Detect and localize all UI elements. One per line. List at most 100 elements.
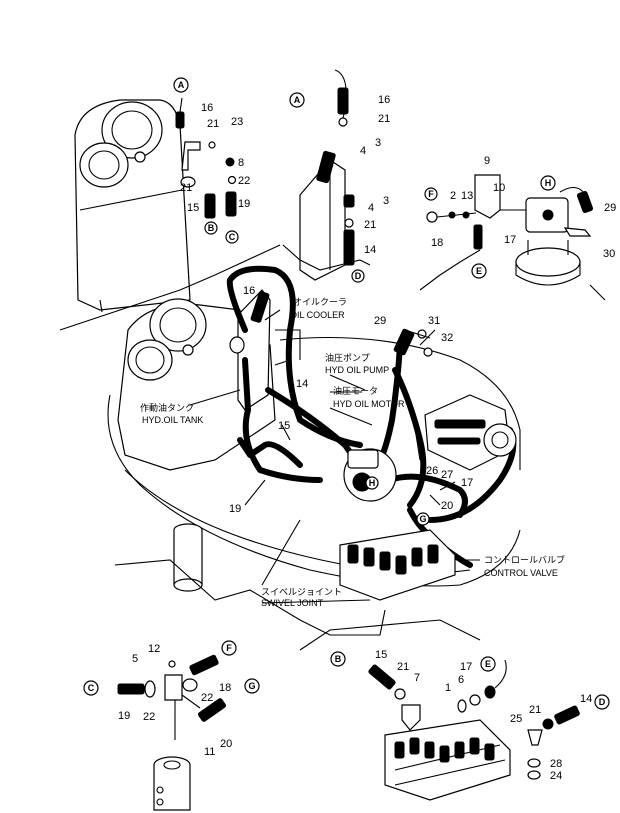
- part-number: 15: [187, 202, 199, 214]
- part-number: 3: [383, 195, 389, 207]
- callout-G-swivel: G: [244, 678, 260, 694]
- part-number: 29: [604, 202, 616, 214]
- part-number: 27: [441, 469, 453, 481]
- part-number: 17: [461, 477, 473, 489]
- part-number: 14: [364, 244, 376, 256]
- callout-G-main: G: [416, 512, 430, 526]
- hyd-oil-tank-label-en: HYD.OIL TANK: [142, 415, 203, 425]
- hyd-oil-motor-label-jp: 油圧モータ: [333, 385, 378, 396]
- callouts: A B C A D F E H H G C F G B E D: [83, 77, 610, 710]
- part-number: 16: [201, 102, 213, 114]
- part-number: 21: [207, 118, 219, 130]
- main-assembly-group: [107, 265, 521, 651]
- svg-text:D: D: [355, 271, 362, 281]
- swivel-joint-label-en: SWIVEL JOINT: [261, 598, 324, 608]
- part-number: 14: [296, 378, 308, 390]
- part-number: 26: [426, 465, 438, 477]
- part-number: 10: [493, 182, 505, 194]
- part-number: 21: [364, 219, 376, 231]
- tank-detail-group: [59, 97, 281, 331]
- oil-cooler-detail-group: [282, 69, 371, 281]
- hyd-oil-tank-label-jp: 作動油タンク: [140, 402, 194, 413]
- part-number: 14: [580, 693, 592, 705]
- callout-D-valve: D: [594, 694, 610, 710]
- callout-A-cooler: A: [289, 92, 305, 108]
- part-number: 24: [550, 770, 562, 782]
- part-number: 5: [132, 653, 138, 665]
- svg-text:G: G: [419, 514, 426, 524]
- callout-H-pump: H: [540, 175, 556, 191]
- hyd-oil-pump-label-jp: 油圧ポンプ: [325, 352, 370, 363]
- control-valve-detail-group: [368, 659, 580, 801]
- part-number: 8: [238, 157, 244, 169]
- callout-B-valve: B: [330, 651, 346, 667]
- part-number: 21: [397, 661, 409, 673]
- part-number: 1: [445, 682, 451, 694]
- part-number: 18: [219, 682, 231, 694]
- part-number: 2: [450, 190, 456, 202]
- component-labels: オイルクーラ OIL COOLER 油圧ポンプ HYD OIL PUMP 油圧モ…: [140, 297, 565, 608]
- part-number: 19: [118, 710, 130, 722]
- callout-F-swivel: F: [221, 640, 237, 656]
- svg-text:H: H: [369, 478, 376, 488]
- part-number: 7: [414, 672, 420, 684]
- control-valve-label-jp: コントロールバルブ: [484, 554, 565, 565]
- hyd-oil-pump-label-en: HYD OIL PUMP: [325, 365, 389, 375]
- hyd-oil-motor-label-en: HYD OIL MOTOR: [333, 399, 405, 409]
- part-number: 22: [238, 175, 250, 187]
- callout-E-valve: E: [480, 656, 496, 672]
- part-number: 4: [368, 202, 374, 214]
- part-number: 31: [428, 315, 440, 327]
- part-number: 17: [504, 234, 516, 246]
- svg-text:B: B: [208, 223, 215, 233]
- svg-text:A: A: [178, 80, 185, 90]
- callout-C-left: C: [225, 230, 239, 244]
- part-number: 29: [374, 315, 386, 327]
- part-number: 19: [238, 198, 250, 210]
- svg-text:H: H: [545, 178, 552, 188]
- part-number: 17: [460, 661, 472, 673]
- part-number: 16: [243, 285, 255, 297]
- part-number: 6: [458, 674, 464, 686]
- svg-text:C: C: [88, 683, 95, 693]
- oil-cooler-label-jp: オイルクーラ: [293, 297, 347, 307]
- part-number: 9: [484, 155, 490, 167]
- oil-cooler-label-en: OIL COOLER: [290, 310, 345, 320]
- control-valve-label-en: CONTROL VALVE: [484, 568, 558, 578]
- part-number: 21: [180, 182, 192, 194]
- svg-text:F: F: [428, 189, 434, 199]
- part-numbers: 16 21 23 8 22 21 15 19 16 21 4 3 4 3 21 …: [118, 94, 616, 782]
- callout-A-top: A: [173, 77, 189, 93]
- part-number: 30: [603, 248, 615, 260]
- part-number: 15: [375, 649, 387, 661]
- part-number: 20: [220, 738, 232, 750]
- swivel-joint-label-jp: スイベルジョイント: [261, 587, 342, 597]
- svg-text:B: B: [335, 654, 342, 664]
- svg-text:G: G: [248, 681, 255, 691]
- svg-text:C: C: [229, 232, 236, 242]
- part-number: 23: [231, 116, 243, 128]
- callout-D-cooler: D: [351, 269, 365, 283]
- part-number: 32: [441, 332, 453, 344]
- svg-text:D: D: [599, 697, 606, 707]
- callout-B-left: B: [204, 221, 218, 235]
- part-number: 22: [143, 711, 155, 723]
- callout-F-pump: F: [424, 187, 438, 201]
- part-number: 11: [204, 746, 215, 758]
- part-number: 12: [148, 643, 160, 655]
- pump-detail-group: [419, 174, 606, 301]
- part-number: 18: [431, 237, 443, 249]
- part-number: 25: [510, 713, 522, 725]
- part-number: 28: [550, 758, 562, 770]
- callout-H-main: H: [365, 476, 379, 490]
- part-number: 21: [378, 113, 390, 125]
- callout-E-pump: E: [471, 263, 487, 279]
- swivel-detail-group: [117, 654, 227, 811]
- part-number: 4: [360, 145, 366, 157]
- svg-text:E: E: [485, 659, 491, 669]
- part-number: 13: [461, 190, 473, 202]
- svg-text:F: F: [226, 643, 232, 653]
- part-number: 15: [278, 420, 290, 432]
- callout-C-swivel: C: [83, 680, 99, 696]
